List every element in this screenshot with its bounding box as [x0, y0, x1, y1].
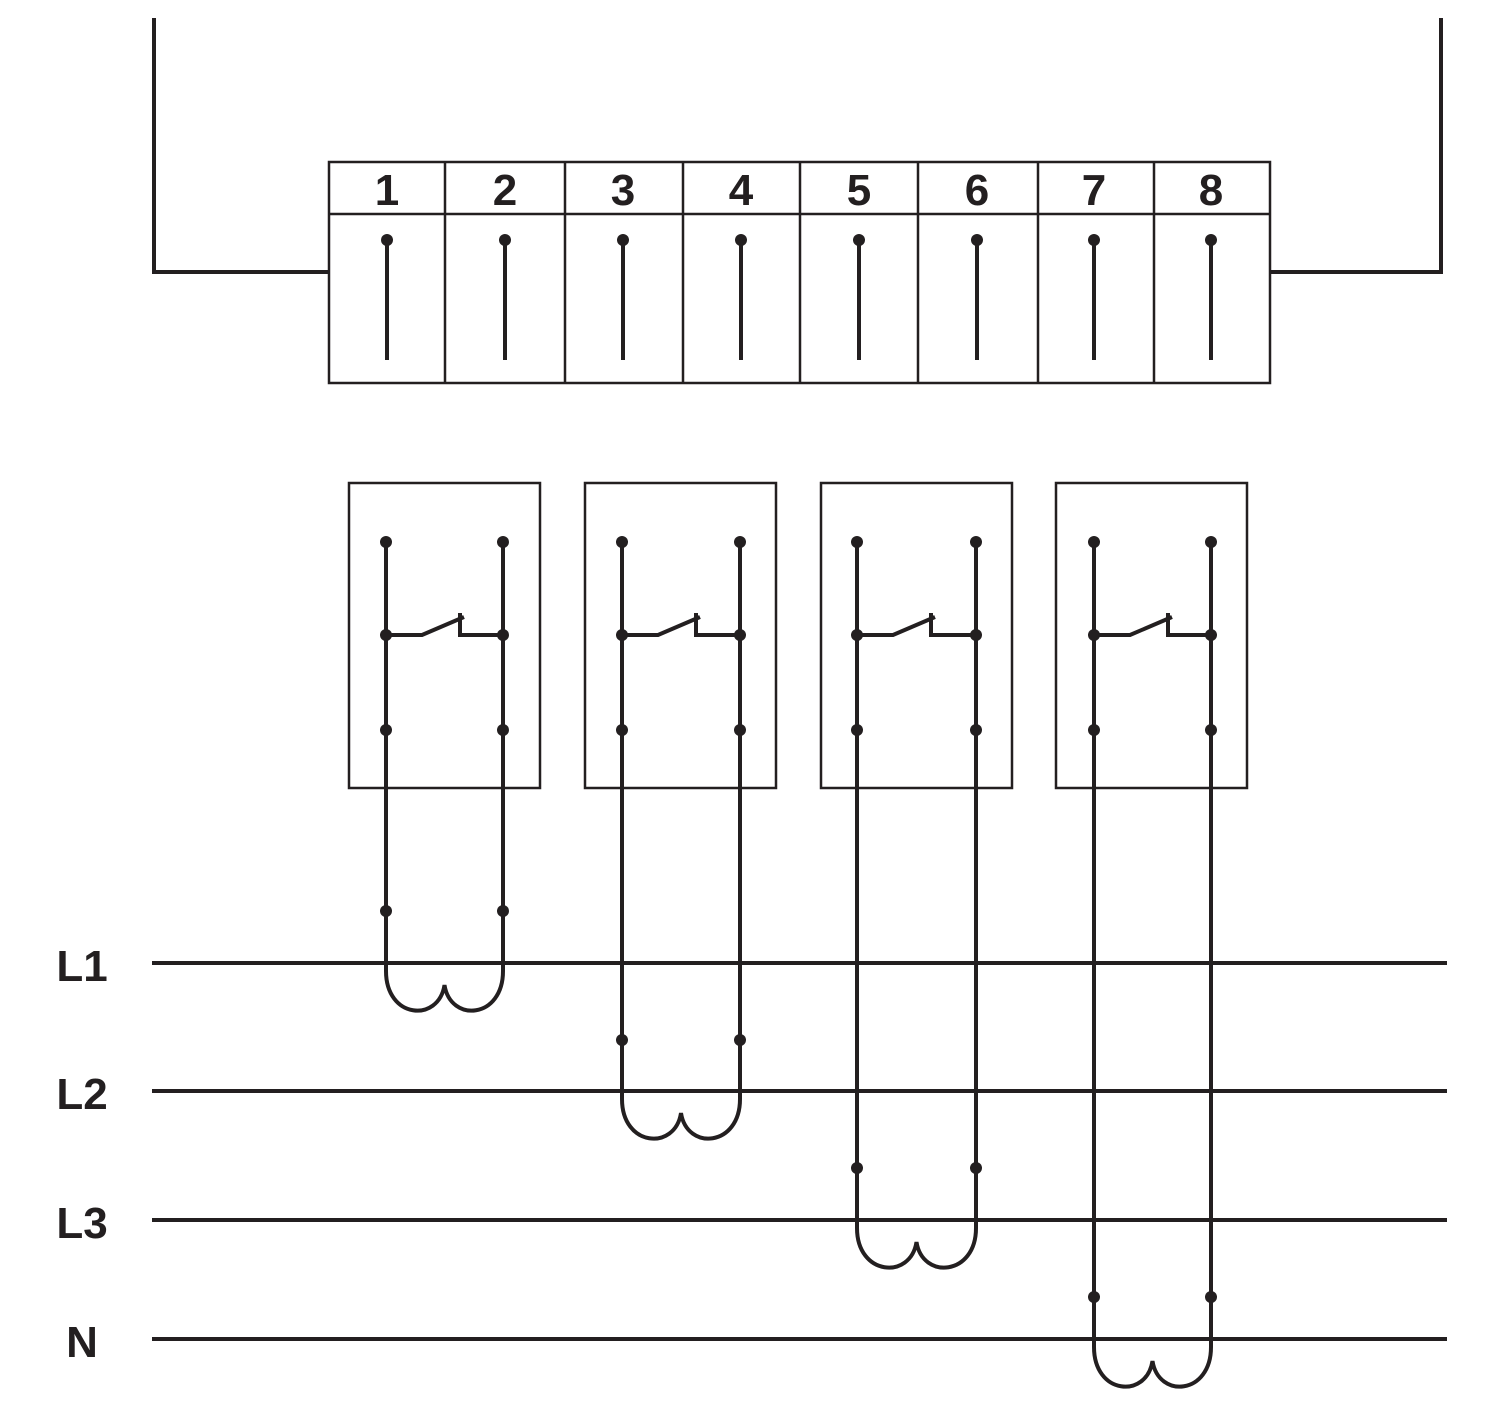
switch-contact: [1166, 613, 1211, 637]
terminal-number: 8: [1199, 166, 1223, 215]
module-housing: [1054, 481, 1249, 790]
phase-line-l2: L2: [56, 1070, 1447, 1119]
contact-dot: [1205, 536, 1217, 548]
junction-dot: [616, 1034, 628, 1046]
phase-line-l3: L3: [56, 1199, 1447, 1248]
phase-line-n: N: [66, 1318, 1447, 1367]
switch-blade: [1094, 615, 1173, 637]
ct-module-2: [583, 481, 778, 1141]
phase-label: N: [66, 1318, 98, 1367]
terminal-number: 5: [847, 166, 871, 215]
ct-module-3: [819, 481, 1014, 1270]
switch-symbol: [622, 613, 740, 637]
module-housing: [347, 481, 542, 790]
current-transformer-loop: [620, 1098, 742, 1141]
switch-symbol: [857, 613, 976, 637]
terminal-number: 2: [493, 166, 517, 215]
contact-dot: [1205, 724, 1217, 736]
phase-label: L3: [56, 1199, 107, 1248]
contact-dot: [851, 536, 863, 548]
terminal-6: 6: [965, 166, 989, 360]
module-housing: [819, 481, 1014, 790]
contact-dot: [616, 724, 628, 736]
switch-contact: [929, 613, 976, 637]
ct-modules: [347, 481, 1249, 1389]
phase-label: L1: [56, 942, 107, 991]
terminal-7: 7: [1082, 166, 1106, 360]
terminal-2: 2: [493, 166, 517, 360]
terminal-number: 3: [611, 166, 635, 215]
contact-dot: [734, 724, 746, 736]
terminal-block: 1 2 3 4 5 6 7 8: [327, 160, 1272, 385]
current-transformer-loop: [384, 970, 505, 1013]
phase-line-l1: L1: [56, 942, 1447, 991]
switch-blade: [622, 615, 701, 637]
terminal-number: 6: [965, 166, 989, 215]
contact-dot: [1088, 536, 1100, 548]
terminal-1: 1: [375, 166, 399, 360]
switch-contact: [458, 613, 503, 637]
ct-module-4: [1054, 481, 1249, 1389]
contact-dot: [497, 536, 509, 548]
contact-dot: [380, 536, 392, 548]
terminal-4: 4: [729, 166, 754, 360]
switch-symbol: [1094, 613, 1211, 637]
terminal-5: 5: [847, 166, 871, 360]
terminal-3: 3: [611, 166, 635, 360]
ct-module-1: [347, 481, 542, 1013]
terminal-number: 4: [729, 166, 754, 215]
junction-dot: [970, 1162, 982, 1174]
switch-contact: [694, 613, 740, 637]
contact-dot: [497, 724, 509, 736]
current-transformer-loop: [855, 1227, 978, 1270]
contact-dot: [970, 536, 982, 548]
terminal-number: 1: [375, 166, 399, 215]
junction-dot: [380, 905, 392, 917]
terminal-8: 8: [1199, 166, 1223, 360]
contact-dot: [851, 724, 863, 736]
module-housing: [583, 481, 778, 790]
terminal-number: 7: [1082, 166, 1106, 215]
switch-blade: [857, 615, 936, 637]
junction-dot: [1205, 1291, 1217, 1303]
junction-dot: [1088, 1291, 1100, 1303]
contact-dot: [380, 724, 392, 736]
housing-outline: [152, 18, 1443, 274]
junction-dot: [497, 905, 509, 917]
contact-dot: [1088, 724, 1100, 736]
junction-dot: [851, 1162, 863, 1174]
contact-dot: [616, 536, 628, 548]
phase-label: L2: [56, 1070, 107, 1119]
contact-dot: [970, 724, 982, 736]
current-transformer-loop: [1092, 1346, 1213, 1389]
switch-symbol: [386, 613, 503, 637]
switch-blade: [386, 615, 465, 637]
contact-dot: [734, 536, 746, 548]
junction-dot: [734, 1034, 746, 1046]
